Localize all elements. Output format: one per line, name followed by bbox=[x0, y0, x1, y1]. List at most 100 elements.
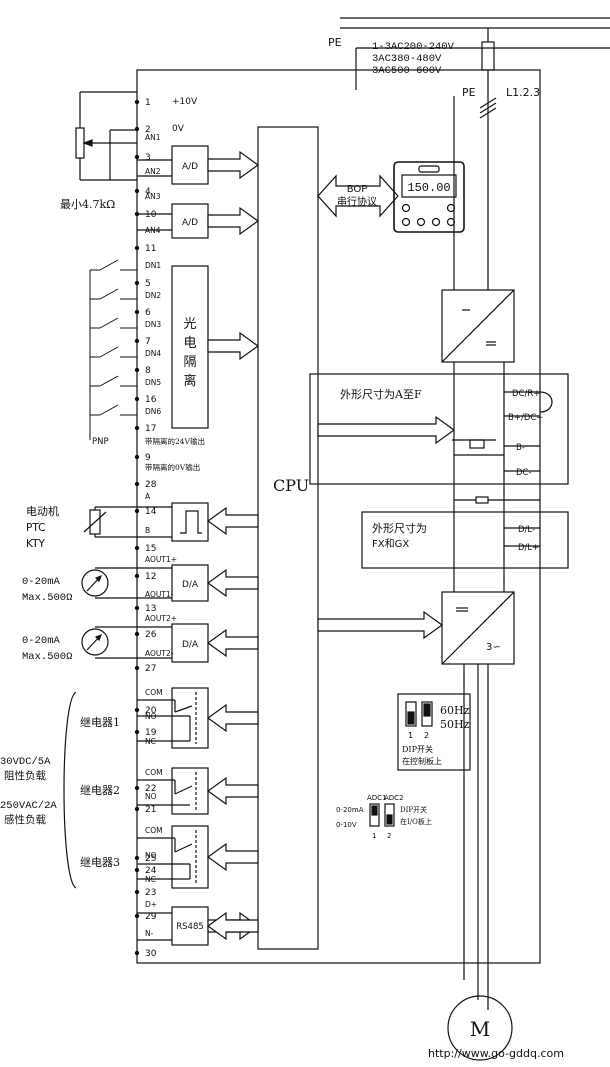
arrow-ad1-to-cpu bbox=[207, 150, 260, 180]
terminal-28-number: 28 bbox=[145, 480, 157, 490]
motor-symbol bbox=[447, 995, 513, 1061]
label-10v: +10V bbox=[172, 97, 198, 107]
label-iso0: 带隔离的0V输出 bbox=[145, 462, 200, 472]
l-lines-label: L1.2.3 bbox=[506, 86, 540, 99]
terminal-4-dot bbox=[134, 188, 140, 194]
terminal-21-dot bbox=[134, 806, 140, 812]
bop-key-up bbox=[401, 203, 411, 213]
pe-label-top: PE bbox=[328, 36, 342, 49]
motor-ptc-label-2: PTC bbox=[26, 522, 45, 534]
arrow-cpu-to-da1 bbox=[206, 568, 259, 598]
label-dn3: DN3 bbox=[145, 320, 161, 329]
terminal-7-number: 7 bbox=[145, 337, 151, 347]
label-pnp: PNP bbox=[92, 437, 109, 447]
terminal-26-number: 26 bbox=[145, 630, 157, 640]
terminal-20-number: 20 bbox=[145, 706, 157, 716]
label-an2: AN2 bbox=[145, 167, 161, 176]
terminal-10-number: 10 bbox=[145, 210, 157, 220]
bop-panel bbox=[393, 161, 465, 233]
da-block-2-label: D/A bbox=[182, 640, 199, 650]
label-a: A bbox=[145, 492, 151, 501]
terminal-8-dot bbox=[134, 367, 140, 373]
arrow-cpu-to-da2 bbox=[206, 628, 259, 658]
label-an3: AN3 bbox=[145, 192, 161, 201]
label-aout2p: AOUT2+ bbox=[145, 614, 177, 623]
terminal-16-dot bbox=[134, 396, 140, 402]
terminal-2-dot bbox=[134, 126, 140, 132]
dip2-text-1: DIP开关 bbox=[400, 805, 427, 814]
meter2-label-2: Max.500Ω bbox=[22, 651, 72, 663]
terminal-8-number: 8 bbox=[145, 366, 151, 376]
label-no2: NO bbox=[145, 792, 157, 801]
dip1-freq-50: 50Hz bbox=[440, 718, 470, 731]
terminal-12-dot bbox=[134, 573, 140, 579]
label-dn2: DN2 bbox=[145, 291, 161, 300]
load-1-rating: 30VDC/5A bbox=[0, 756, 51, 768]
label-b: B bbox=[145, 526, 150, 535]
terminal-29-dot bbox=[134, 913, 140, 919]
potentiometer bbox=[75, 91, 137, 181]
terminal-19-dot bbox=[134, 729, 140, 735]
bop-key-1 bbox=[401, 217, 411, 227]
di-switch-1 bbox=[99, 259, 119, 271]
terminal-5-dot bbox=[134, 280, 140, 286]
ad-block-2-label: A/D bbox=[182, 218, 198, 228]
load-2-rating: 250VAC/2A bbox=[0, 800, 57, 812]
relay-3-label: 继电器3 bbox=[80, 856, 120, 869]
terminal-12-number: 12 bbox=[145, 572, 156, 582]
label-aout1m: AOUT1- bbox=[145, 590, 174, 599]
voltage-line-2: 3AC380-480V bbox=[372, 53, 442, 65]
voltage-line-1: 1-3AC200-240V bbox=[372, 41, 455, 53]
arrow-cpu-to-relay2 bbox=[206, 776, 259, 806]
frame-fxgx-label-1: 外形尺寸为 bbox=[372, 521, 427, 535]
terminal-4-number: 4 bbox=[145, 187, 151, 197]
terminal-11-dot bbox=[134, 245, 140, 251]
d-l-minus-label: D/L- bbox=[518, 525, 535, 535]
terminal-17-number: 17 bbox=[145, 424, 156, 434]
power-stage bbox=[309, 96, 569, 1061]
frame-af-label: 外形尺寸为A至F bbox=[340, 387, 422, 401]
relay-3 bbox=[137, 825, 209, 889]
terminal-3-number: 3 bbox=[145, 153, 151, 163]
terminal-11-number: 11 bbox=[145, 244, 156, 254]
di-switch-3 bbox=[99, 317, 119, 329]
meter1-label-1: 0-20mA bbox=[22, 576, 61, 588]
label-iso24: 带隔离的24V输出 bbox=[145, 436, 205, 446]
label-dn1: DN1 bbox=[145, 261, 161, 270]
label-dn4: DN4 bbox=[145, 349, 161, 358]
label-com2: COM bbox=[145, 768, 163, 777]
dip2-adc1: ADC1 bbox=[367, 794, 387, 802]
dip1-num-2: 2 bbox=[424, 731, 429, 740]
terminal-9-dot bbox=[134, 454, 140, 460]
dip1-text-1: DIP开关 bbox=[402, 744, 433, 754]
terminal-24-dot bbox=[134, 867, 140, 873]
dip2-num-2: 2 bbox=[387, 832, 391, 840]
opto-char-4: 离 bbox=[183, 373, 196, 389]
meter1-label-2: Max.500Ω bbox=[22, 592, 72, 604]
relay-group-brace bbox=[63, 691, 77, 889]
terminal-30-dot bbox=[134, 950, 140, 956]
dip2-left-1: 0-20mA bbox=[336, 806, 364, 814]
meter2-label-1: 0-20mA bbox=[22, 635, 61, 647]
terminal-17-dot bbox=[134, 425, 140, 431]
terminal-25-number: 25 bbox=[145, 854, 156, 864]
motor-label: M bbox=[470, 1017, 490, 1041]
ptc-sensor bbox=[83, 506, 137, 538]
motor-ptc-label-1: 电动机 bbox=[26, 504, 59, 518]
dip2-adc2: ADC2 bbox=[384, 794, 404, 802]
terminal-9-number: 9 bbox=[145, 453, 151, 463]
d-l-plus-label: D/L+ bbox=[518, 543, 539, 553]
arrow-cpu-to-ptc bbox=[206, 506, 259, 536]
label-dplus: D+ bbox=[145, 900, 157, 909]
opto-char-1: 光 bbox=[183, 317, 196, 332]
dip2-left-2: 0-10V bbox=[336, 821, 357, 829]
label-0v: 0V bbox=[172, 124, 185, 134]
dip2-num-1: 1 bbox=[372, 832, 376, 840]
terminal-1-number: 1 bbox=[145, 98, 151, 108]
rs485-label: RS485 bbox=[176, 922, 204, 932]
opto-char-3: 隔 bbox=[183, 355, 196, 370]
opto-char-2: 电 bbox=[183, 336, 196, 351]
terminal-24-number: 24 bbox=[145, 866, 157, 876]
voltage-line-3: 3AC500-600V bbox=[372, 65, 442, 77]
